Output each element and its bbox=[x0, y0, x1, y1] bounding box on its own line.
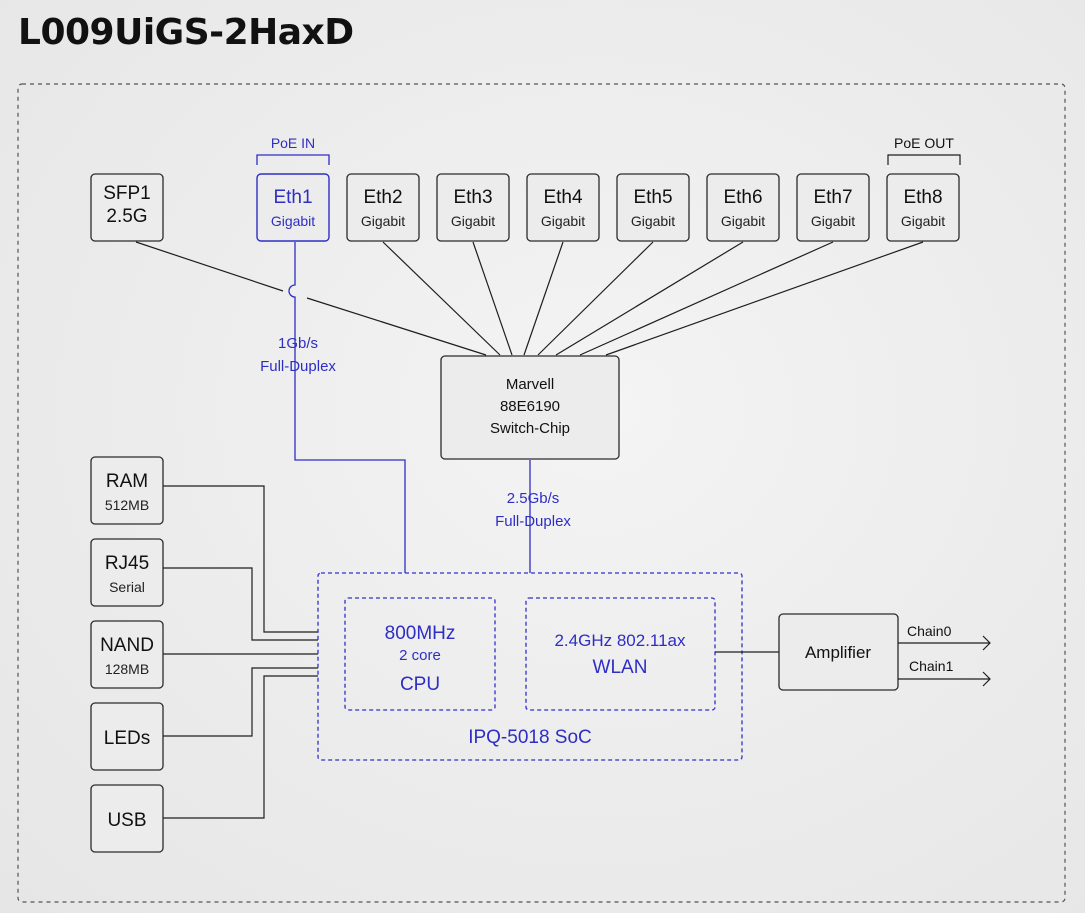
wire-ram bbox=[163, 485, 318, 633]
device-outline bbox=[17, 83, 1066, 903]
port-eth7: Eth7 Gigabit bbox=[796, 173, 870, 242]
wire-eth6 bbox=[555, 241, 744, 356]
port-eth3: Eth3 Gigabit bbox=[436, 173, 510, 242]
amplifier: Amplifier bbox=[778, 613, 899, 691]
port-name: Eth2 bbox=[363, 187, 402, 208]
poe-in-bracket bbox=[256, 154, 330, 165]
amplifier-label: Amplifier bbox=[805, 643, 871, 662]
cpu-cores: 2 core bbox=[399, 647, 441, 664]
wire-leds bbox=[163, 667, 318, 737]
peripheral-rj45: RJ45 Serial bbox=[90, 538, 164, 607]
poe-in-label: PoE IN bbox=[271, 135, 315, 151]
soc: 800MHz 2 core CPU 2.4GHz 802.11ax WLAN I… bbox=[317, 572, 743, 761]
eth1-link-speed: 1Gb/s bbox=[278, 335, 318, 352]
port-eth6: Eth6 Gigabit bbox=[706, 173, 780, 242]
switch-link-duplex: Full-Duplex bbox=[495, 513, 571, 530]
wire-sfp1-b bbox=[306, 297, 487, 356]
port-sfp1: SFP1 2.5G bbox=[90, 173, 164, 242]
port-eth8: Eth8 Gigabit bbox=[886, 173, 960, 242]
port-name: Eth8 bbox=[903, 187, 942, 208]
poe-out-bracket bbox=[887, 154, 961, 165]
port-speed: Gigabit bbox=[901, 213, 945, 229]
peripheral-nand: NAND 128MB bbox=[90, 620, 164, 689]
wlan-standard: 2.4GHz 802.11ax bbox=[554, 631, 686, 650]
port-name: Eth3 bbox=[453, 187, 492, 208]
port-name: Eth5 bbox=[633, 187, 672, 208]
port-speed: Gigabit bbox=[361, 213, 405, 229]
peripheral-wires bbox=[163, 485, 318, 819]
cpu-block bbox=[344, 597, 496, 711]
port-speed: Gigabit bbox=[631, 213, 675, 229]
port-speed: Gigabit bbox=[541, 213, 585, 229]
peripheral-detail: 128MB bbox=[105, 661, 149, 677]
eth1-link-duplex: Full-Duplex bbox=[260, 358, 336, 375]
switch-link-speed: 2.5Gb/s bbox=[507, 490, 560, 507]
peripheral-leds: LEDs bbox=[90, 702, 164, 771]
port-speed: Gigabit bbox=[271, 213, 315, 229]
wire-eth4 bbox=[523, 241, 564, 356]
chain1-label: Chain1 bbox=[909, 658, 954, 674]
wlan-label: WLAN bbox=[593, 657, 648, 678]
port-switch-wires bbox=[135, 241, 924, 356]
port-eth4: Eth4 Gigabit bbox=[526, 173, 600, 242]
cpu-label: CPU bbox=[400, 674, 440, 695]
antenna-0-icon bbox=[982, 635, 991, 651]
peripheral-ram: RAM 512MB bbox=[90, 456, 164, 525]
peripheral-name: USB bbox=[107, 810, 146, 831]
peripheral-usb: USB bbox=[90, 784, 164, 853]
poe-out-label: PoE OUT bbox=[894, 135, 954, 151]
port-name: Eth7 bbox=[813, 187, 852, 208]
chain0-label: Chain0 bbox=[907, 623, 952, 639]
port-speed: 2.5G bbox=[106, 206, 147, 227]
peripheral-name: LEDs bbox=[104, 728, 150, 749]
port-speed: Gigabit bbox=[811, 213, 855, 229]
port-name: SFP1 bbox=[103, 183, 151, 204]
port-name: Eth6 bbox=[723, 187, 762, 208]
page-title: L009UiGS-2HaxD bbox=[18, 12, 354, 53]
peripheral-name: RJ45 bbox=[105, 553, 149, 574]
wire-eth3 bbox=[472, 241, 513, 356]
port-speed: Gigabit bbox=[721, 213, 765, 229]
peripheral-detail: Serial bbox=[109, 579, 145, 595]
port-name: Eth1 bbox=[273, 187, 312, 208]
soc-outline bbox=[317, 572, 743, 761]
port-eth5: Eth5 Gigabit bbox=[616, 173, 690, 242]
wlan-block bbox=[525, 597, 716, 711]
wire-sfp1-a bbox=[135, 241, 284, 292]
wire-eth5 bbox=[537, 241, 654, 356]
wire-eth2 bbox=[382, 241, 501, 356]
peripheral-name: NAND bbox=[100, 635, 154, 656]
switch-chip: Marvell 88E6190 Switch-Chip bbox=[440, 355, 620, 460]
eth1-soc-link bbox=[288, 242, 406, 573]
port-eth1: Eth1 Gigabit bbox=[256, 173, 330, 242]
wire-rj45 bbox=[163, 567, 318, 641]
port-eth2: Eth2 Gigabit bbox=[346, 173, 420, 242]
cpu-frequency: 800MHz bbox=[385, 623, 456, 644]
switch-chip-type: Switch-Chip bbox=[490, 420, 570, 437]
antenna-1-icon bbox=[982, 671, 991, 687]
peripheral-detail: 512MB bbox=[105, 497, 149, 513]
port-speed: Gigabit bbox=[451, 213, 495, 229]
soc-name: IPQ-5018 SoC bbox=[468, 727, 592, 748]
wire-usb bbox=[163, 675, 318, 819]
switch-chip-vendor: Marvell bbox=[506, 376, 554, 393]
wire-eth8 bbox=[605, 241, 924, 356]
peripheral-name: RAM bbox=[106, 471, 148, 492]
port-name: Eth4 bbox=[543, 187, 583, 208]
antenna-chains: Chain0 Chain1 bbox=[898, 623, 991, 687]
wire-eth7 bbox=[579, 241, 834, 356]
switch-chip-model: 88E6190 bbox=[500, 398, 560, 415]
